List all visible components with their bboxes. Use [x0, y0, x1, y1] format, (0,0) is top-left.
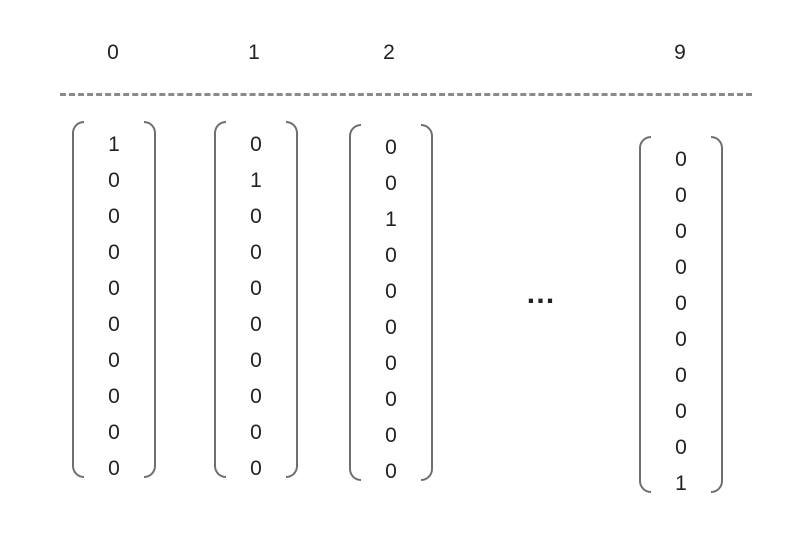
- vector-entry: 0: [250, 349, 262, 372]
- vector-entry: 1: [385, 208, 397, 231]
- vector-entry: 0: [675, 436, 687, 459]
- vector-entry: 0: [385, 244, 397, 267]
- one-hot-vector-9: 0 0 0 0 0 0 0 0 0 1: [639, 136, 723, 495]
- vector-entry: 0: [385, 316, 397, 339]
- vector-entry: 0: [675, 328, 687, 351]
- vector-entry: 1: [675, 472, 687, 495]
- vector-entry: 0: [385, 280, 397, 303]
- vector-entry: 0: [675, 256, 687, 279]
- header-label-9: 9: [674, 41, 686, 64]
- vector-entry: 0: [250, 277, 262, 300]
- vector-entry: 0: [108, 457, 120, 480]
- vector-entry: 1: [108, 133, 120, 156]
- vector-entry: 0: [250, 313, 262, 336]
- vector-entries: 1 0 0 0 0 0 0 0 0 0: [72, 127, 156, 487]
- vector-entry: 0: [675, 220, 687, 243]
- vector-entry: 0: [250, 421, 262, 444]
- vector-entries: 0 1 0 0 0 0 0 0 0 0: [214, 127, 298, 487]
- vector-entry: 0: [675, 148, 687, 171]
- dashed-divider: [60, 93, 752, 96]
- vector-entry: 0: [250, 241, 262, 264]
- vector-entry: 0: [250, 457, 262, 480]
- vector-entry: 0: [385, 460, 397, 483]
- vector-entries: 0 0 1 0 0 0 0 0 0 0: [349, 130, 433, 490]
- vector-entry: 0: [385, 352, 397, 375]
- one-hot-vector-0: 1 0 0 0 0 0 0 0 0 0: [72, 121, 156, 480]
- vector-entry: 0: [675, 184, 687, 207]
- vector-entry: 0: [675, 400, 687, 423]
- vector-entry: 0: [385, 388, 397, 411]
- vector-entry: 0: [108, 349, 120, 372]
- one-hot-vector-1: 0 1 0 0 0 0 0 0 0 0: [214, 121, 298, 480]
- ellipsis: …: [525, 277, 556, 310]
- vector-entry: 0: [385, 424, 397, 447]
- vector-entry: 0: [250, 205, 262, 228]
- vector-entry: 0: [250, 385, 262, 408]
- vector-entry: 0: [108, 385, 120, 408]
- vector-entry: 0: [108, 205, 120, 228]
- vector-entry: 0: [385, 136, 397, 159]
- vector-entry: 0: [108, 313, 120, 336]
- header-label-0: 0: [107, 41, 119, 64]
- vector-entries: 0 0 0 0 0 0 0 0 0 1: [639, 142, 723, 502]
- header-label-1: 1: [248, 41, 260, 64]
- vector-entry: 0: [675, 292, 687, 315]
- vector-entry: 0: [675, 364, 687, 387]
- vector-entry: 0: [250, 133, 262, 156]
- vector-entry: 0: [385, 172, 397, 195]
- vector-entry: 0: [108, 169, 120, 192]
- vector-entry: 0: [108, 241, 120, 264]
- vector-entry: 0: [108, 277, 120, 300]
- vector-entry: 0: [108, 421, 120, 444]
- vector-entry: 1: [250, 169, 262, 192]
- header-label-2: 2: [383, 41, 395, 64]
- one-hot-vector-2: 0 0 1 0 0 0 0 0 0 0: [349, 124, 433, 483]
